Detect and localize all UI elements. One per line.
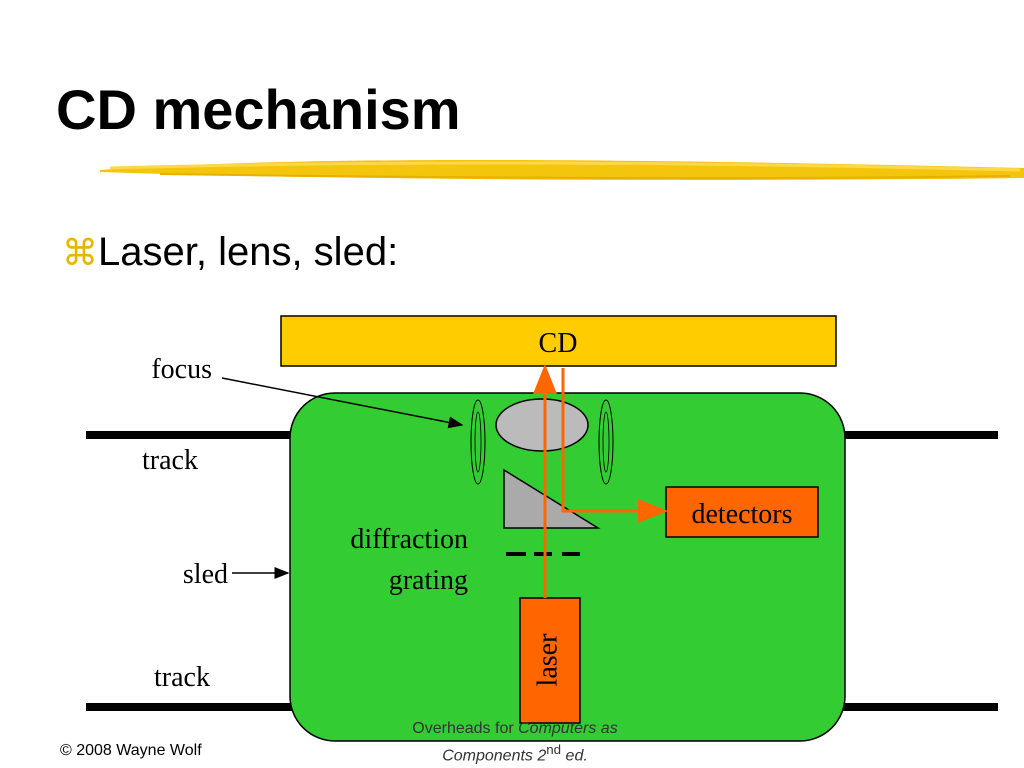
focus-label: focus: [151, 354, 212, 385]
footer-copyright: © 2008 Wayne Wolf: [60, 742, 202, 759]
laser-label: laser: [532, 633, 563, 687]
laser-box: [519, 597, 581, 724]
diffraction-label-line1: diffraction: [350, 524, 468, 555]
beam-splitter-prism: [503, 468, 601, 529]
footer-book-credit: Overheads for Computers as Components 2n…: [360, 718, 670, 766]
bullet-item: ⌘Laser, lens, sled:: [62, 232, 398, 272]
track-bottom-label: track: [154, 662, 210, 693]
footer-edition-suffix: ed.: [561, 747, 588, 765]
reflected-beam-arrow: [561, 368, 668, 523]
focus-pointer-arrow: [221, 377, 464, 429]
cd-disc: [280, 315, 837, 367]
cd-label: CD: [539, 328, 578, 359]
footer-book-title-line2: Components 2: [442, 747, 547, 765]
detectors-label: detectors: [691, 499, 792, 530]
footer-overheads-prefix: Overheads for: [412, 720, 519, 737]
footer-edition-sup: nd: [546, 742, 562, 757]
track-top-label: track: [142, 445, 198, 476]
focus-coil-right: [598, 399, 614, 485]
slide-title: CD mechanism: [56, 78, 461, 141]
footer-book-title-line1: Computers as: [518, 720, 618, 737]
title-underline-highlight: [100, 160, 1024, 180]
sled-body: [289, 392, 846, 742]
sled-label: sled: [183, 559, 228, 590]
objective-lens: [495, 398, 589, 452]
command-bullet-icon: ⌘: [62, 232, 98, 273]
focus-coil-left: [470, 399, 486, 485]
bullet-text: Laser, lens, sled:: [98, 230, 399, 274]
diffraction-label-line2: grating: [389, 565, 468, 596]
